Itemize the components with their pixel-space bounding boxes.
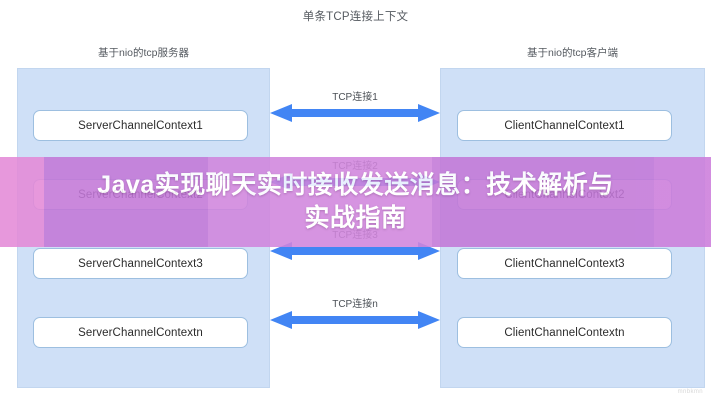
client-panel-caption: 基于nio的tcp客户端 (526, 47, 619, 59)
watermark-text: mnbkmn (677, 389, 703, 395)
server-context-box-1[interactable]: ServerChannelContext1 (33, 110, 248, 141)
article-title-banner: Java实现聊天实时接收发送消息：技术解析与 实战指南 (0, 157, 711, 247)
server-panel-caption: 基于nio的tcp服务器 (97, 47, 190, 59)
server-context-box-n[interactable]: ServerChannelContextn (33, 317, 248, 348)
double-arrow-icon (270, 311, 440, 329)
connection-label-1: TCP连接1 (332, 92, 378, 103)
double-arrow-icon (270, 104, 440, 122)
connection-group-n: TCP连接n (270, 295, 440, 333)
client-context-box-n[interactable]: ClientChannelContextn (457, 317, 672, 348)
client-context-box-1[interactable]: ClientChannelContext1 (457, 110, 672, 141)
connection-group-1: TCP连接1 (270, 88, 440, 126)
server-context-box-3[interactable]: ServerChannelContext3 (33, 248, 248, 279)
banner-title-line-1: Java实现聊天实时接收发送消息：技术解析与 (97, 171, 614, 199)
client-context-box-3[interactable]: ClientChannelContext3 (457, 248, 672, 279)
banner-title-line-2: 实战指南 (304, 204, 407, 232)
diagram-title: 单条TCP连接上下文 (302, 11, 409, 23)
connection-label-n: TCP连接n (332, 299, 378, 310)
